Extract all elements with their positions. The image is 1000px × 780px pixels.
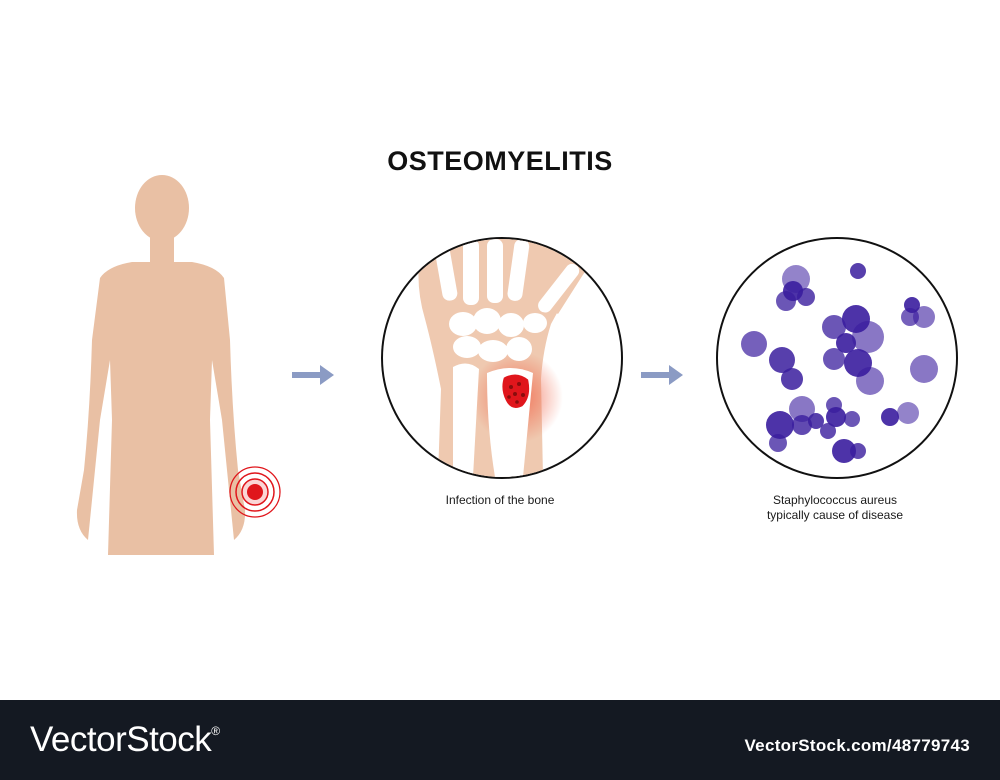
arrow-right-icon [292, 365, 334, 385]
bacterium-cell [781, 368, 803, 390]
bacteria-caption-line-2: typically cause of disease [766, 508, 904, 522]
page-title: OSTEOMYELITIS [387, 146, 613, 176]
bacterium-cell [792, 415, 812, 435]
bacterium-cell [820, 423, 836, 439]
bacterium-cell [769, 434, 787, 452]
bacterium-cell [822, 315, 846, 339]
bacteria-caption-line-1: Staphylococcus aureus [772, 493, 898, 507]
bacterium-cell [776, 291, 796, 311]
bacterium-cell [836, 333, 856, 353]
bacterium-cell [881, 408, 899, 426]
human-body-figure [60, 170, 290, 560]
registered-mark: ® [211, 724, 220, 738]
bacterium-cell [897, 402, 919, 424]
footer-bar: VectorStock® VectorStock.com/48779743 [0, 700, 1000, 780]
brand-name: VectorStock [30, 720, 212, 759]
bacteria-illustration [716, 237, 958, 479]
bacterium-cell [766, 411, 794, 439]
bacterium-cell [832, 439, 856, 463]
bacterium-cell [856, 367, 884, 395]
wrist-bone-illustration [381, 237, 623, 479]
bacterium-cell [823, 348, 845, 370]
bacterium-cell [826, 397, 842, 413]
pain-target-icon [229, 466, 281, 518]
bacterium-cell [910, 355, 938, 383]
brand-logo[interactable]: VectorStock® [30, 720, 220, 760]
bacterium-cell [789, 396, 815, 422]
bacterium-cell [808, 413, 824, 429]
bacterium-cell [844, 411, 860, 427]
image-id: VectorStock.com/48779743 [744, 736, 970, 755]
bacterium-cell [797, 288, 815, 306]
bone-caption: Infection of the bone [445, 493, 555, 507]
body-silhouette [76, 175, 246, 555]
bacterium-cell [769, 347, 795, 373]
bacterium-cell [850, 443, 866, 459]
arrow-right-icon [641, 365, 683, 385]
bacteria-caption: Staphylococcus aureus typically cause of… [735, 493, 935, 523]
bacterium-cell [913, 306, 935, 328]
bacterium-cell [852, 321, 884, 353]
bacterium-cell [850, 263, 866, 279]
bacterium-cell [741, 331, 767, 357]
